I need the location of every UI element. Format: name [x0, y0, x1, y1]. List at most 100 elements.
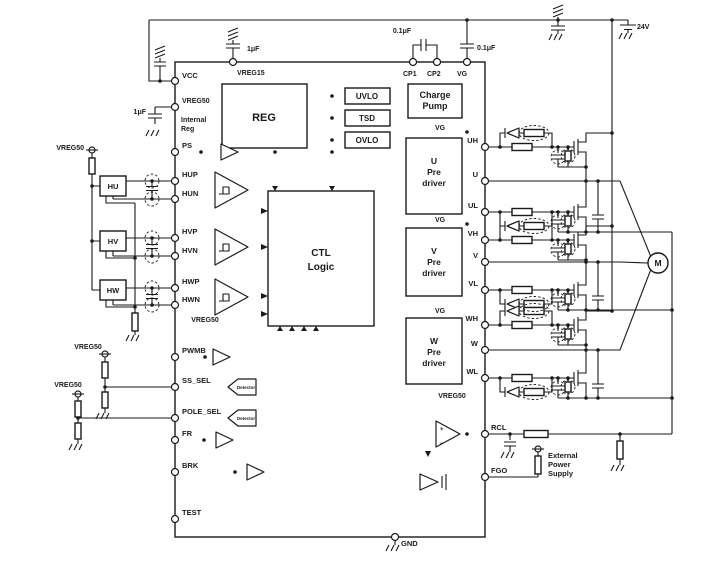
capacitors: [146, 24, 636, 447]
pin-label-vg: VG: [457, 71, 468, 78]
wires-hall: [91, 153, 172, 335]
pin-label-vl: VL: [468, 279, 478, 288]
rcl-comparator: [435, 420, 461, 448]
pin-w: [480, 345, 490, 355]
hall-hv-block: [99, 230, 127, 252]
v-predriver-label-2: Pre: [427, 257, 441, 267]
pin-label-fr: FR: [182, 429, 193, 438]
pin-label-cp1: CP1: [403, 71, 417, 78]
vreg50-rcl-label: VREG50: [438, 393, 466, 400]
pin-vg: [462, 57, 472, 67]
pin-vcc: [170, 76, 180, 86]
pin-label-ss-sel: SS_SEL: [182, 376, 211, 385]
mosfet-icon: [573, 232, 579, 248]
pole-detector-label: Detector: [237, 416, 256, 421]
hysteresis-icon: [219, 243, 230, 252]
tsd-block: [344, 109, 391, 127]
vreg50-ss-label: VREG50: [74, 344, 102, 351]
brk-buffer: [246, 463, 265, 481]
vg-label-w: VG: [435, 308, 446, 315]
pin-ps: [170, 147, 180, 157]
ss-sel-detector: [227, 378, 257, 396]
cap-label-01uf-vg: 0.1μF: [477, 45, 496, 52]
pin-ul: [480, 207, 490, 217]
mosfet-icon: [573, 282, 579, 298]
ovlo-label: OVLO: [356, 136, 379, 145]
motor-symbol: [647, 252, 669, 274]
vreg50-hall-bias-label: VREG50: [56, 145, 84, 152]
charge-pump-block: [407, 83, 463, 119]
function-blocks: [99, 83, 463, 385]
pin-hup: [170, 176, 180, 186]
mosfet-icon: [573, 139, 579, 155]
motor-label: M: [654, 258, 661, 268]
hall-hu-label: HU: [108, 182, 119, 191]
pin-cp2: [432, 57, 442, 67]
charge-pump-label-2: Pump: [422, 101, 448, 111]
pin-label-vreg50: VREG50: [182, 98, 210, 105]
fr-buffer: [215, 431, 234, 449]
u-predriver-label-3: driver: [422, 178, 446, 188]
v-predriver-label-1: V: [431, 246, 437, 256]
ctl-logic-label-1: CTL: [311, 248, 330, 259]
pin-pwmb: [170, 352, 180, 362]
w-predriver-block: [405, 317, 463, 385]
wires-gate-networks: [462, 132, 672, 399]
uvlo-label: UVLO: [356, 92, 378, 101]
pin-label-hwn: HWN: [182, 295, 200, 304]
vg-label-v: VG: [435, 217, 446, 224]
pin-label-hun: HUN: [182, 189, 198, 198]
pin-label-w: W: [471, 339, 479, 348]
pin-label-vcc: VCC: [182, 71, 198, 80]
pin-vreg15: [228, 57, 238, 67]
diode-icon: [506, 127, 520, 139]
hysteresis-icon: [219, 293, 230, 302]
pin-pole-sel: [170, 413, 180, 423]
pin-label-test: TEST: [182, 508, 202, 517]
pwmb-buffer: [212, 348, 231, 366]
mosfet-icon: [573, 370, 579, 386]
hall-w-comparator: [214, 278, 249, 316]
cap-label-1uf: 1μF: [247, 46, 260, 53]
hall-hw-label: HW: [107, 286, 120, 295]
pin-label-gnd: GND: [401, 539, 418, 548]
pin-label-hwp: HWP: [182, 277, 200, 286]
fgo-mosfet-icon: [441, 474, 447, 490]
pin-label-brk: BRK: [182, 461, 199, 470]
pin-label-wl: WL: [466, 367, 478, 376]
pole-sel-detector: [227, 409, 257, 427]
u-predriver-label-1: U: [431, 156, 437, 166]
pin-label-vh: VH: [468, 229, 478, 238]
mosfets: [441, 139, 579, 490]
hall-hw-block: [99, 279, 127, 301]
internal-reg-label-1: Internal: [181, 117, 206, 124]
external-supply-label-3: Supply: [548, 469, 574, 478]
comparator-plus-label: +: [440, 427, 444, 433]
text-labels: VCC VREG15 1μF VREG50 1μF Internal Reg P…: [54, 24, 661, 548]
mosfet-icon: [573, 204, 579, 220]
pin-label-vreg15: VREG15: [237, 70, 265, 77]
charge-pump-label-1: Charge: [419, 90, 450, 100]
pin-label-rcl: RCL: [491, 423, 507, 432]
pin-fgo: [480, 472, 490, 482]
hall-u-comparator: [214, 171, 249, 209]
ctl-logic-label-2: Logic: [308, 262, 335, 273]
pin-label-pole-sel: POLE_SEL: [182, 407, 222, 416]
u-predriver-block: [405, 137, 463, 215]
pin-u: [480, 176, 490, 186]
pin-hvp: [170, 233, 180, 243]
pin-label-hup: HUP: [182, 170, 198, 179]
hysteresis-icon: [219, 186, 230, 195]
internal-reg-label-2: Reg: [181, 126, 194, 133]
w-predriver-label-1: W: [430, 336, 439, 346]
pin-label-wh: WH: [466, 314, 479, 323]
v-predriver-block: [405, 227, 463, 297]
pin-gnd: [390, 532, 400, 542]
optional-component-marks: [144, 125, 576, 400]
pin-label-pwmb: PWMB: [182, 346, 206, 355]
amplifiers: [212, 143, 461, 491]
pin-label-cp2: CP2: [427, 71, 441, 78]
pin-vh: [480, 235, 490, 245]
pin-hun: [170, 194, 180, 204]
